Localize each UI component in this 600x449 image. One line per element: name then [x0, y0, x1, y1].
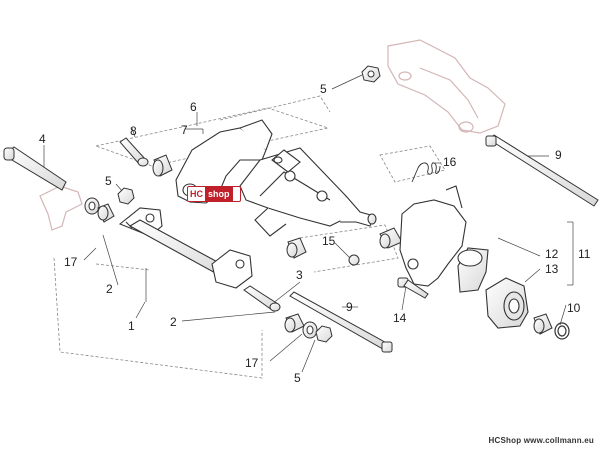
pin-3 [243, 285, 281, 312]
washer-15 [348, 254, 360, 266]
callout-numbers: 5 6 7 8 4 16 9 5 15 12 11 13 17 2 3 10 1… [39, 82, 591, 385]
footer-credit: HCShop www.collmann.eu [488, 436, 594, 445]
callout-16: 16 [443, 155, 457, 169]
ghost-frame-left [39, 185, 83, 231]
callout-11: 11 [578, 247, 591, 261]
bolt-14 [397, 277, 429, 299]
shop-logo-text: shop [205, 187, 233, 201]
sleeve-12 [457, 247, 489, 293]
nut-5-top [361, 65, 381, 83]
swingarm-1 [118, 207, 253, 289]
callout-5-lower: 5 [294, 371, 301, 385]
swingarm-bracket-6 [175, 119, 273, 204]
callout-2-left: 2 [106, 282, 113, 296]
ring-10 [554, 322, 570, 340]
callout-12: 12 [545, 247, 559, 261]
bushing-10 [533, 313, 553, 335]
assembly-guide-lines [53, 95, 446, 379]
callout-14: 14 [393, 311, 407, 325]
bushing-7 [152, 154, 173, 177]
rod-9-upper [485, 134, 599, 207]
bushing-2-lower [284, 313, 305, 333]
hc-logo-text: HC [190, 189, 203, 199]
bushing-17-lower [302, 321, 318, 339]
spring-16 [411, 162, 441, 183]
bolt-4 [3, 146, 67, 191]
callout-17-left: 17 [64, 255, 78, 269]
callout-5-top: 5 [320, 82, 327, 96]
bracket-11 [399, 185, 467, 287]
callout-7: 7 [181, 123, 188, 137]
callout-5-left: 5 [105, 174, 112, 188]
rod-9-lower [289, 291, 393, 353]
callout-4: 4 [39, 132, 46, 146]
shaft-assembly [239, 147, 377, 237]
silentblock-13 [485, 277, 529, 329]
nut-5-left [117, 187, 135, 205]
callout-15: 15 [322, 234, 336, 248]
callout-3: 3 [296, 268, 303, 282]
callout-8: 8 [130, 124, 137, 138]
callout-13: 13 [545, 262, 559, 276]
nut-5-lower [315, 325, 333, 343]
callout-9-lower: 9 [346, 300, 353, 314]
bushing-2-left [97, 203, 115, 223]
callout-10: 10 [567, 301, 581, 315]
ghost-engine-bracket [387, 39, 506, 134]
bushing-17-left [84, 197, 100, 215]
callout-6: 6 [190, 100, 197, 114]
bushing-center [286, 227, 403, 259]
callout-2-lower: 2 [170, 315, 177, 329]
callout-1: 1 [128, 319, 135, 333]
pin-8 [119, 137, 149, 167]
callout-9-top: 9 [555, 148, 562, 162]
callout-17-lower: 17 [245, 356, 259, 370]
